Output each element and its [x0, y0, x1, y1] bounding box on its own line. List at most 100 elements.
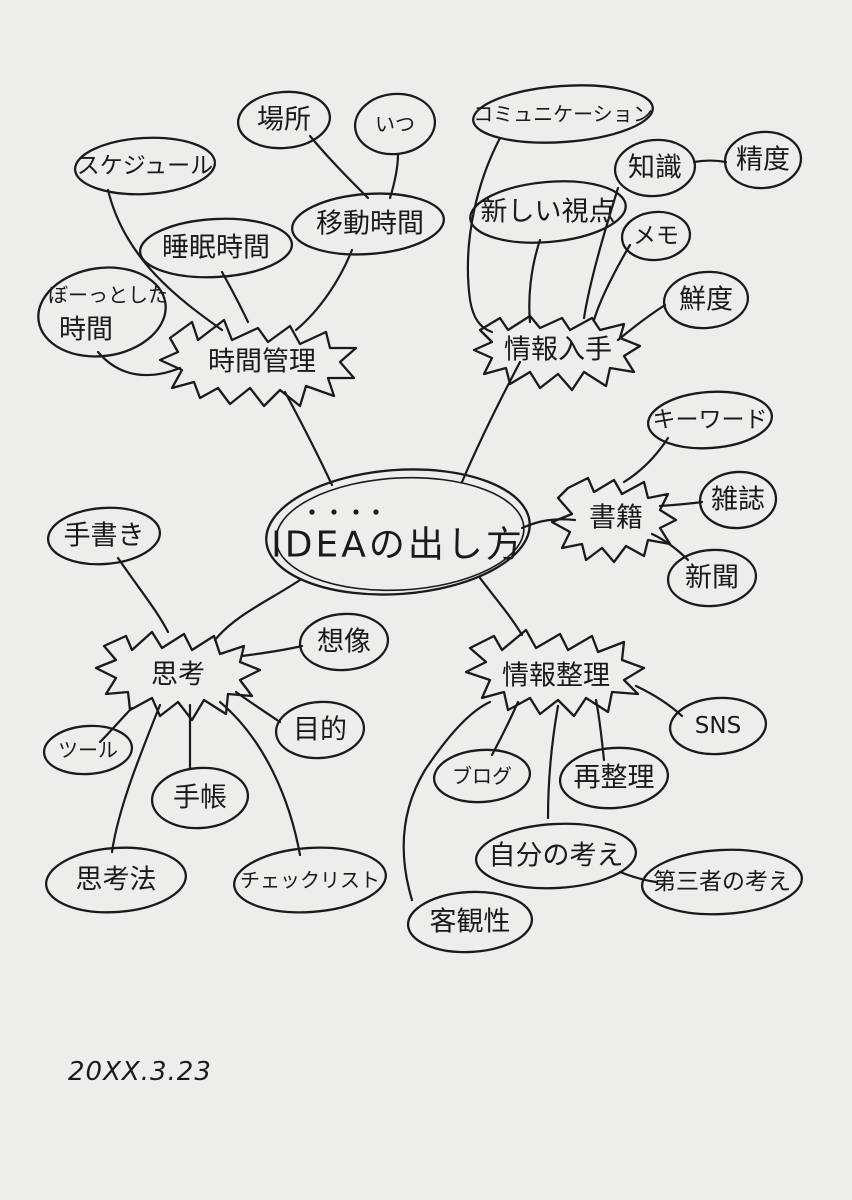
leaf-sns: SNS: [668, 696, 768, 756]
leaf-sleep-time: 睡眠時間: [138, 217, 294, 279]
leaf-label: 手帳: [173, 783, 227, 814]
leaf-notebook: 手帳: [150, 766, 250, 830]
center-title: IDEAの出し方: [271, 525, 525, 566]
line-idle: [96, 350, 182, 377]
leaf-label: 場所: [257, 105, 311, 136]
leaf-label: メモ: [633, 223, 679, 249]
line-place-travel: [308, 134, 370, 200]
leaf-label: 目的: [293, 715, 347, 746]
leaf-label: コミュニケーション: [473, 102, 653, 126]
line-travel: [294, 248, 354, 332]
leaf-handwriting: 手書き: [46, 506, 162, 566]
line-thinking-method: [110, 703, 162, 854]
leaf-label: 自分の考え: [489, 841, 624, 872]
leaf-checklist: チェックリスト: [233, 846, 387, 914]
leaf-memo: メモ: [620, 210, 692, 262]
leaf-thinking-method: 思考法: [44, 846, 188, 914]
line-when-travel: [388, 152, 400, 200]
leaf-communication: コミュニケーション: [472, 84, 654, 144]
leaf-label: 鮮度: [679, 285, 733, 316]
line-center-books: [520, 518, 577, 530]
leaf-precision: 精度: [723, 130, 803, 190]
leaf-label: キーワード: [653, 407, 768, 433]
leaf-label: 睡眠時間: [162, 233, 270, 264]
leaf-place: 場所: [236, 90, 332, 150]
leaf-label: 再整理: [574, 763, 655, 794]
leaf-label: 時間: [59, 315, 113, 346]
date-label: 20XX.3.23: [68, 1057, 212, 1087]
leaf-label: 知識: [628, 153, 682, 184]
leaf-label: 客観性: [430, 907, 511, 938]
line-keyword: [622, 436, 670, 484]
line-center-time: [283, 390, 334, 487]
line-precision: [692, 159, 728, 164]
line-center-info-org: [478, 576, 524, 637]
leaf-label: 思考法: [76, 865, 157, 896]
leaf-label: 移動時間: [316, 209, 424, 240]
leaf-label: スケジュール: [77, 153, 213, 179]
hub-books: 書籍: [550, 476, 678, 564]
leaf-keyword: キーワード: [646, 390, 774, 450]
leaf-knowledge: 知識: [613, 138, 697, 198]
leaf-travel-time: 移動時間: [291, 192, 445, 256]
line-center-thinking: [213, 578, 302, 642]
leaf-label: チェックリスト: [240, 868, 380, 892]
line-magazine: [658, 500, 704, 508]
line-handwriting: [116, 556, 170, 634]
leaf-idle-time: ぼーっとした 時間: [37, 266, 168, 358]
leaf-label: ブログ: [452, 764, 512, 788]
leaf-third-party-thoughts: 第三者の考え: [640, 848, 804, 916]
line-own-thoughts: [546, 704, 560, 820]
line-third-party: [618, 870, 658, 884]
leaf-when: いつ: [353, 92, 437, 156]
leaf-imagination: 想像: [298, 612, 390, 672]
leaf-blog: ブログ: [432, 748, 532, 804]
leaf-tool: ツール: [42, 724, 134, 776]
line-purpose: [234, 690, 282, 724]
leaf-magazine: 雑誌: [698, 470, 778, 530]
line-sleep: [220, 270, 250, 324]
leaf-label: 第三者の考え: [653, 869, 791, 895]
leaf-label: 雑誌: [711, 485, 765, 516]
hub-label: 時間管理: [208, 347, 316, 378]
leaf-freshness: 鮮度: [662, 270, 750, 330]
leaf-schedule: スケジュール: [73, 136, 217, 196]
line-schedule: [106, 188, 224, 332]
line-newspaper: [650, 532, 690, 562]
leaf-objectivity: 客観性: [406, 890, 534, 954]
line-center-info-in: [460, 360, 522, 484]
leaf-label: 精度: [736, 145, 790, 176]
leaf-label: いつ: [375, 112, 415, 136]
line-freshness: [616, 303, 667, 342]
central-node: IDEAの出し方: [265, 468, 531, 596]
hub-label: 書籍: [589, 503, 643, 534]
leaf-label: 手書き: [64, 521, 145, 552]
leaf-label: SNS: [695, 713, 741, 739]
hub-time-management: 時間管理: [158, 318, 358, 408]
line-sns: [634, 684, 684, 718]
leaf-own-thoughts: 自分の考え: [474, 822, 638, 890]
hub-info-organizing: 情報整理: [464, 628, 646, 718]
hub-label: 情報入手: [504, 335, 612, 366]
leaf-reorganize: 再整理: [558, 746, 670, 810]
hub-label: 思考: [151, 660, 205, 691]
leaf-label: 新しい視点: [481, 197, 616, 228]
line-blog: [490, 700, 520, 757]
leaf-label: 想像: [317, 627, 371, 658]
emphasis-dots: [309, 509, 379, 515]
line-objectivity: [402, 700, 492, 902]
hub-info-acquisition: 情報入手: [472, 314, 642, 392]
line-memo: [592, 243, 632, 322]
line-new-perspective: [528, 238, 542, 324]
hub-thinking: 思考: [94, 630, 262, 722]
line-imagination: [240, 644, 304, 658]
line-communication: [466, 136, 502, 334]
leaf-new-perspective: 新しい視点: [469, 180, 627, 244]
line-checklist: [218, 700, 302, 857]
hub-label: 情報整理: [502, 661, 610, 692]
leaf-newspaper: 新聞: [666, 548, 758, 608]
leaf-label: ぼーっとした: [48, 283, 168, 307]
leaf-label: 新聞: [685, 563, 739, 594]
leaf-label: ツール: [58, 738, 118, 762]
